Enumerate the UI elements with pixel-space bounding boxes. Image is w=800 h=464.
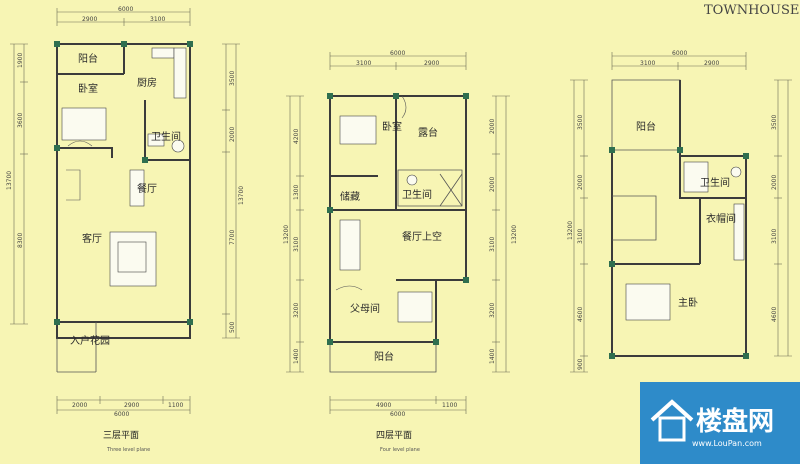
dim-left-2d: 3200 [293,303,300,318]
dim-right-3d: 4600 [771,307,778,322]
dim-left-1c: 8300 [17,233,24,248]
room-living-3f: 客厅 [82,232,102,245]
dim-right-1c: 7700 [229,230,236,245]
watermark-background [640,382,800,464]
dim-top-2a: 3100 [356,60,371,67]
room-entry-garden-3f: 入户花园 [70,334,110,347]
room-walkin-5f: 衣帽间 [706,212,736,225]
dim-left-1a: 1900 [17,53,24,68]
room-storage-4f: 储藏 [340,190,360,203]
dim-right-3c: 3100 [771,229,778,244]
subcaption-four-level: Four level plane [380,447,420,453]
dim-right-2a: 2000 [489,119,496,134]
room-balcony-3f: 阳台 [78,52,98,65]
dim-left-2c: 3100 [293,237,300,252]
room-bathroom-3f: 卫生间 [151,130,181,143]
caption-three-level: 三层平面 [103,430,139,441]
room-balcony-5f: 阳台 [636,120,656,133]
dim-top-1b: 3100 [150,16,165,23]
dim-right-3a: 3500 [771,115,778,130]
room-bedroom-4f-a: 卧室 [382,120,402,133]
dim-left-3a: 3500 [577,115,584,130]
dim-bottom-2a: 4900 [376,402,391,409]
dim-bottom-1b: 2900 [124,402,139,409]
dim-top-total-2: 6000 [390,50,405,57]
dim-left-2a: 4200 [293,129,300,144]
dim-bottom-total-2: 6000 [390,411,405,418]
dim-left-total-2: 13200 [283,225,290,244]
dim-right-1a: 3500 [229,71,236,86]
dim-right-2e: 1400 [489,349,496,364]
dim-top-1a: 2900 [82,16,97,23]
room-dining-3f: 餐厅 [137,182,157,195]
dim-bottom-1a: 2000 [72,402,87,409]
dim-right-total-2: 13200 [511,225,518,244]
dim-top-3a: 3100 [640,60,655,67]
room-balcony-4f: 阳台 [374,350,394,363]
room-bedroom-3f: 卧室 [78,82,98,95]
dim-left-3d: 4600 [577,307,584,322]
dim-left-3e: 900 [577,358,584,370]
dim-left-total-1: 13700 [6,171,13,190]
dim-top-total-1: 6000 [118,6,133,13]
dim-bottom-total-1: 6000 [114,411,129,418]
dim-right-1d: 500 [229,321,236,333]
room-master-5f: 主卧 [678,296,698,309]
dim-left-2b: 1300 [293,185,300,200]
plan-four-level: 6000 3100 2900 4200 1300 3100 3200 1400 … [283,50,518,453]
subcaption-three-level: Three level plane [106,447,150,453]
brand-title: TOWNHOUSE- [704,3,800,18]
dim-right-3b: 2000 [771,175,778,190]
room-bathroom-4f: 卫生间 [402,188,432,201]
dim-top-total-3: 6000 [672,50,687,57]
dim-top-3b: 2900 [704,60,719,67]
dim-left-total-3: 13200 [567,221,574,240]
dim-bottom-1c: 1100 [168,402,183,409]
dim-right-1b: 2000 [229,127,236,142]
room-parents-4f: 父母间 [350,302,380,315]
room-kitchen-3f: 厨房 [137,76,157,89]
dim-right-total-1: 13700 [238,186,245,205]
house-icon [650,399,694,442]
dim-left-2e: 1400 [293,349,300,364]
dim-left-1b: 3600 [17,113,24,128]
caption-four-level: 四层平面 [376,430,412,441]
plan-five-level: 6000 3100 2900 3500 2000 3100 4600 900 1… [567,50,792,373]
dim-top-2b: 2900 [424,60,439,67]
watermark-logo: 楼盘网 www.LouPan.com [640,382,800,464]
dim-bottom-2b: 1100 [442,402,457,409]
dim-right-2c: 3100 [489,237,496,252]
room-bathroom-5f: 卫生间 [700,176,730,189]
dim-left-3b: 2000 [577,175,584,190]
dim-right-2d: 3200 [489,303,496,318]
watermark-text: 楼盘网 [696,406,774,437]
watermark-url: www.LouPan.com [692,439,762,448]
room-terrace-4f: 露台 [418,126,438,139]
dim-left-3c: 3100 [577,229,584,244]
dim-right-2b: 2000 [489,177,496,192]
plan-three-level: 6000 2900 3100 13700 1900 3600 8300 3500… [6,6,245,453]
room-dining-void-4f: 餐厅上空 [402,230,442,243]
